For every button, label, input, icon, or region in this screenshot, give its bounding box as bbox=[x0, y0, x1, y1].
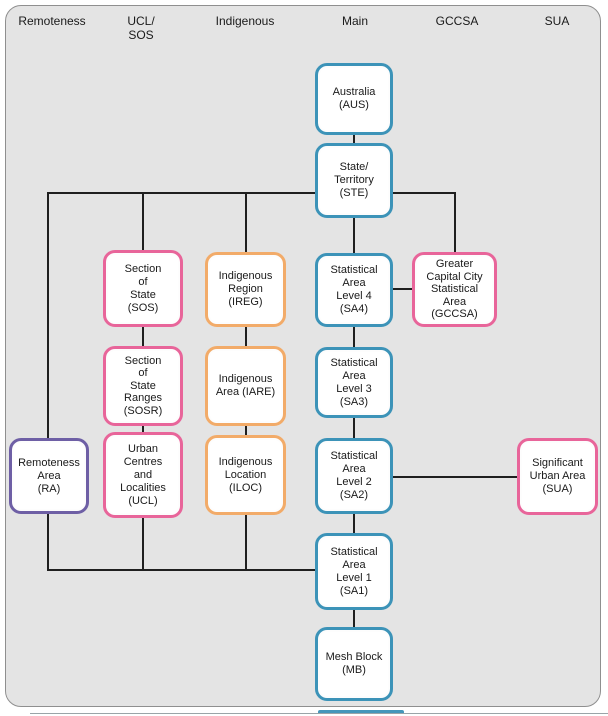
box-statistical-area-level1-sa1: Statistical Area Level 1 (SA1) bbox=[315, 533, 393, 610]
box-urban-centres-localities-ucl: Urban Centres and Localities (UCL) bbox=[103, 432, 183, 518]
box-indigenous-area-iare: Indigenous Area (IARE) bbox=[205, 346, 286, 426]
connector-iloc-sa1-branch bbox=[245, 515, 247, 569]
connector-sa4-sa3 bbox=[353, 327, 355, 347]
box-remoteness-area-ra: Remoteness Area (RA) bbox=[9, 438, 89, 514]
box-statistical-area-level2-sa2: Statistical Area Level 2 (SA2) bbox=[315, 438, 393, 514]
box-statistical-area-level3-sa3: Statistical Area Level 3 (SA3) bbox=[315, 347, 393, 418]
box-section-of-state-ranges-sosr: Section of State Ranges (SOSR) bbox=[103, 346, 183, 426]
connector-ste-right-branch bbox=[393, 192, 455, 194]
connector-ireg-iare bbox=[245, 327, 247, 346]
connector-ra-sa1-branch bbox=[47, 514, 49, 569]
connector-ucl-sa1-branch bbox=[142, 518, 144, 569]
connector-branch-gccsa bbox=[454, 192, 456, 252]
diagram-panel bbox=[5, 5, 601, 707]
column-header-gccsa: GCCSA bbox=[435, 14, 479, 28]
connector-sa4-gccsa bbox=[393, 288, 412, 290]
connector-sa2-sua bbox=[393, 476, 517, 478]
connector-iare-iloc bbox=[245, 426, 247, 435]
connector-branch-ireg bbox=[245, 192, 247, 252]
box-greater-capital-city-gccsa: Greater Capital City Statistical Area (G… bbox=[412, 252, 497, 327]
connector-sa3-sa2 bbox=[353, 418, 355, 438]
box-australia-aus: Australia (AUS) bbox=[315, 63, 393, 135]
connector-aus-ste bbox=[353, 135, 355, 143]
connector-sos-sosr bbox=[142, 327, 144, 346]
connector-sa1-mb bbox=[353, 610, 355, 627]
column-header-main: Main bbox=[341, 14, 369, 28]
connector-sosr-ucl bbox=[142, 426, 144, 432]
box-indigenous-location-iloc: Indigenous Location (ILOC) bbox=[205, 435, 286, 515]
box-statistical-area-level4-sa4: Statistical Area Level 4 (SA4) bbox=[315, 253, 393, 327]
bottom-page-edge-line bbox=[30, 713, 608, 714]
box-indigenous-region-ireg: Indigenous Region (IREG) bbox=[205, 252, 286, 327]
column-header-ucl-sos: UCL/ SOS bbox=[127, 14, 155, 42]
box-section-of-state-sos: Section of State (SOS) bbox=[103, 250, 183, 327]
column-header-sua: SUA bbox=[544, 14, 570, 28]
connector-sa2-sa1 bbox=[353, 514, 355, 533]
column-header-indigenous: Indigenous bbox=[215, 14, 275, 28]
connector-ste-sa4 bbox=[353, 218, 355, 253]
bottom-cutoff-teal-bar bbox=[318, 710, 404, 714]
column-header-remoteness: Remoteness bbox=[18, 14, 86, 28]
connector-ste-left-branch bbox=[47, 192, 315, 194]
connector-bottom-sa1 bbox=[47, 569, 315, 571]
connector-branch-ra bbox=[47, 192, 49, 438]
box-mesh-block-mb: Mesh Block (MB) bbox=[315, 627, 393, 701]
box-state-territory-ste: State/ Territory (STE) bbox=[315, 143, 393, 218]
box-significant-urban-area-sua: Significant Urban Area (SUA) bbox=[517, 438, 598, 515]
connector-branch-sos bbox=[142, 192, 144, 250]
